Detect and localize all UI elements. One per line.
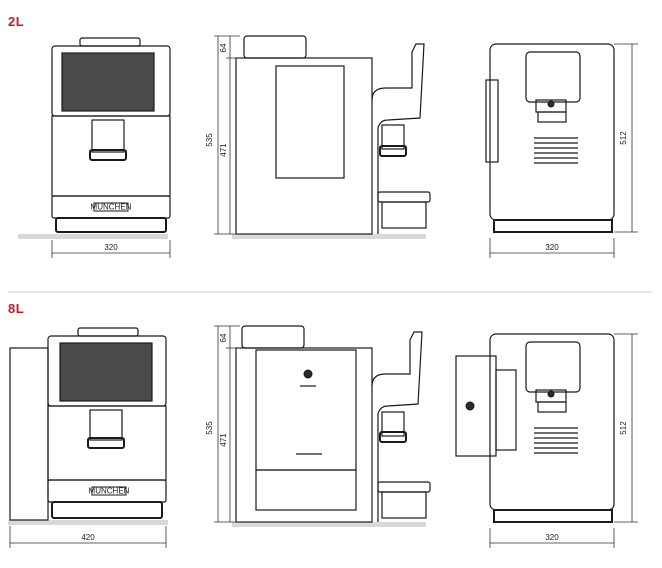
view-2l-back: 512 320: [485, 43, 638, 258]
dim-back-height-8l: 512: [619, 421, 628, 435]
view-2l-side: 535 471 64: [205, 35, 431, 239]
section-label-8l: 8L: [8, 301, 25, 316]
dim-front-width-8l: 420: [81, 533, 95, 542]
section-label-2l: 2L: [8, 14, 25, 29]
dim-front-width: 320: [104, 243, 118, 252]
ground-line: [18, 234, 168, 239]
dim-back-width: 320: [545, 243, 559, 252]
dim-side-body: 471: [219, 143, 228, 157]
brand-badge: MÜNCHEN: [91, 203, 132, 212]
dim-side-top-8l: 64: [219, 333, 228, 342]
brand-badge-8l: MÜNCHEN: [89, 487, 130, 496]
dim-back-height: 512: [619, 131, 628, 145]
dim-side-total-8l: 535: [205, 421, 214, 435]
dim-side-total: 535: [205, 133, 214, 147]
dim-side-body-8l: 471: [219, 433, 228, 447]
dim-back-width-8l: 320: [545, 533, 559, 542]
view-2l-front: MÜNCHEN 320: [18, 37, 171, 258]
view-8l-back: 512 320: [455, 333, 638, 548]
view-8l-front: MÜNCHEN 420: [8, 327, 168, 548]
dim-side-top: 64: [219, 43, 228, 52]
view-8l-side: 535 471 64: [205, 325, 431, 527]
